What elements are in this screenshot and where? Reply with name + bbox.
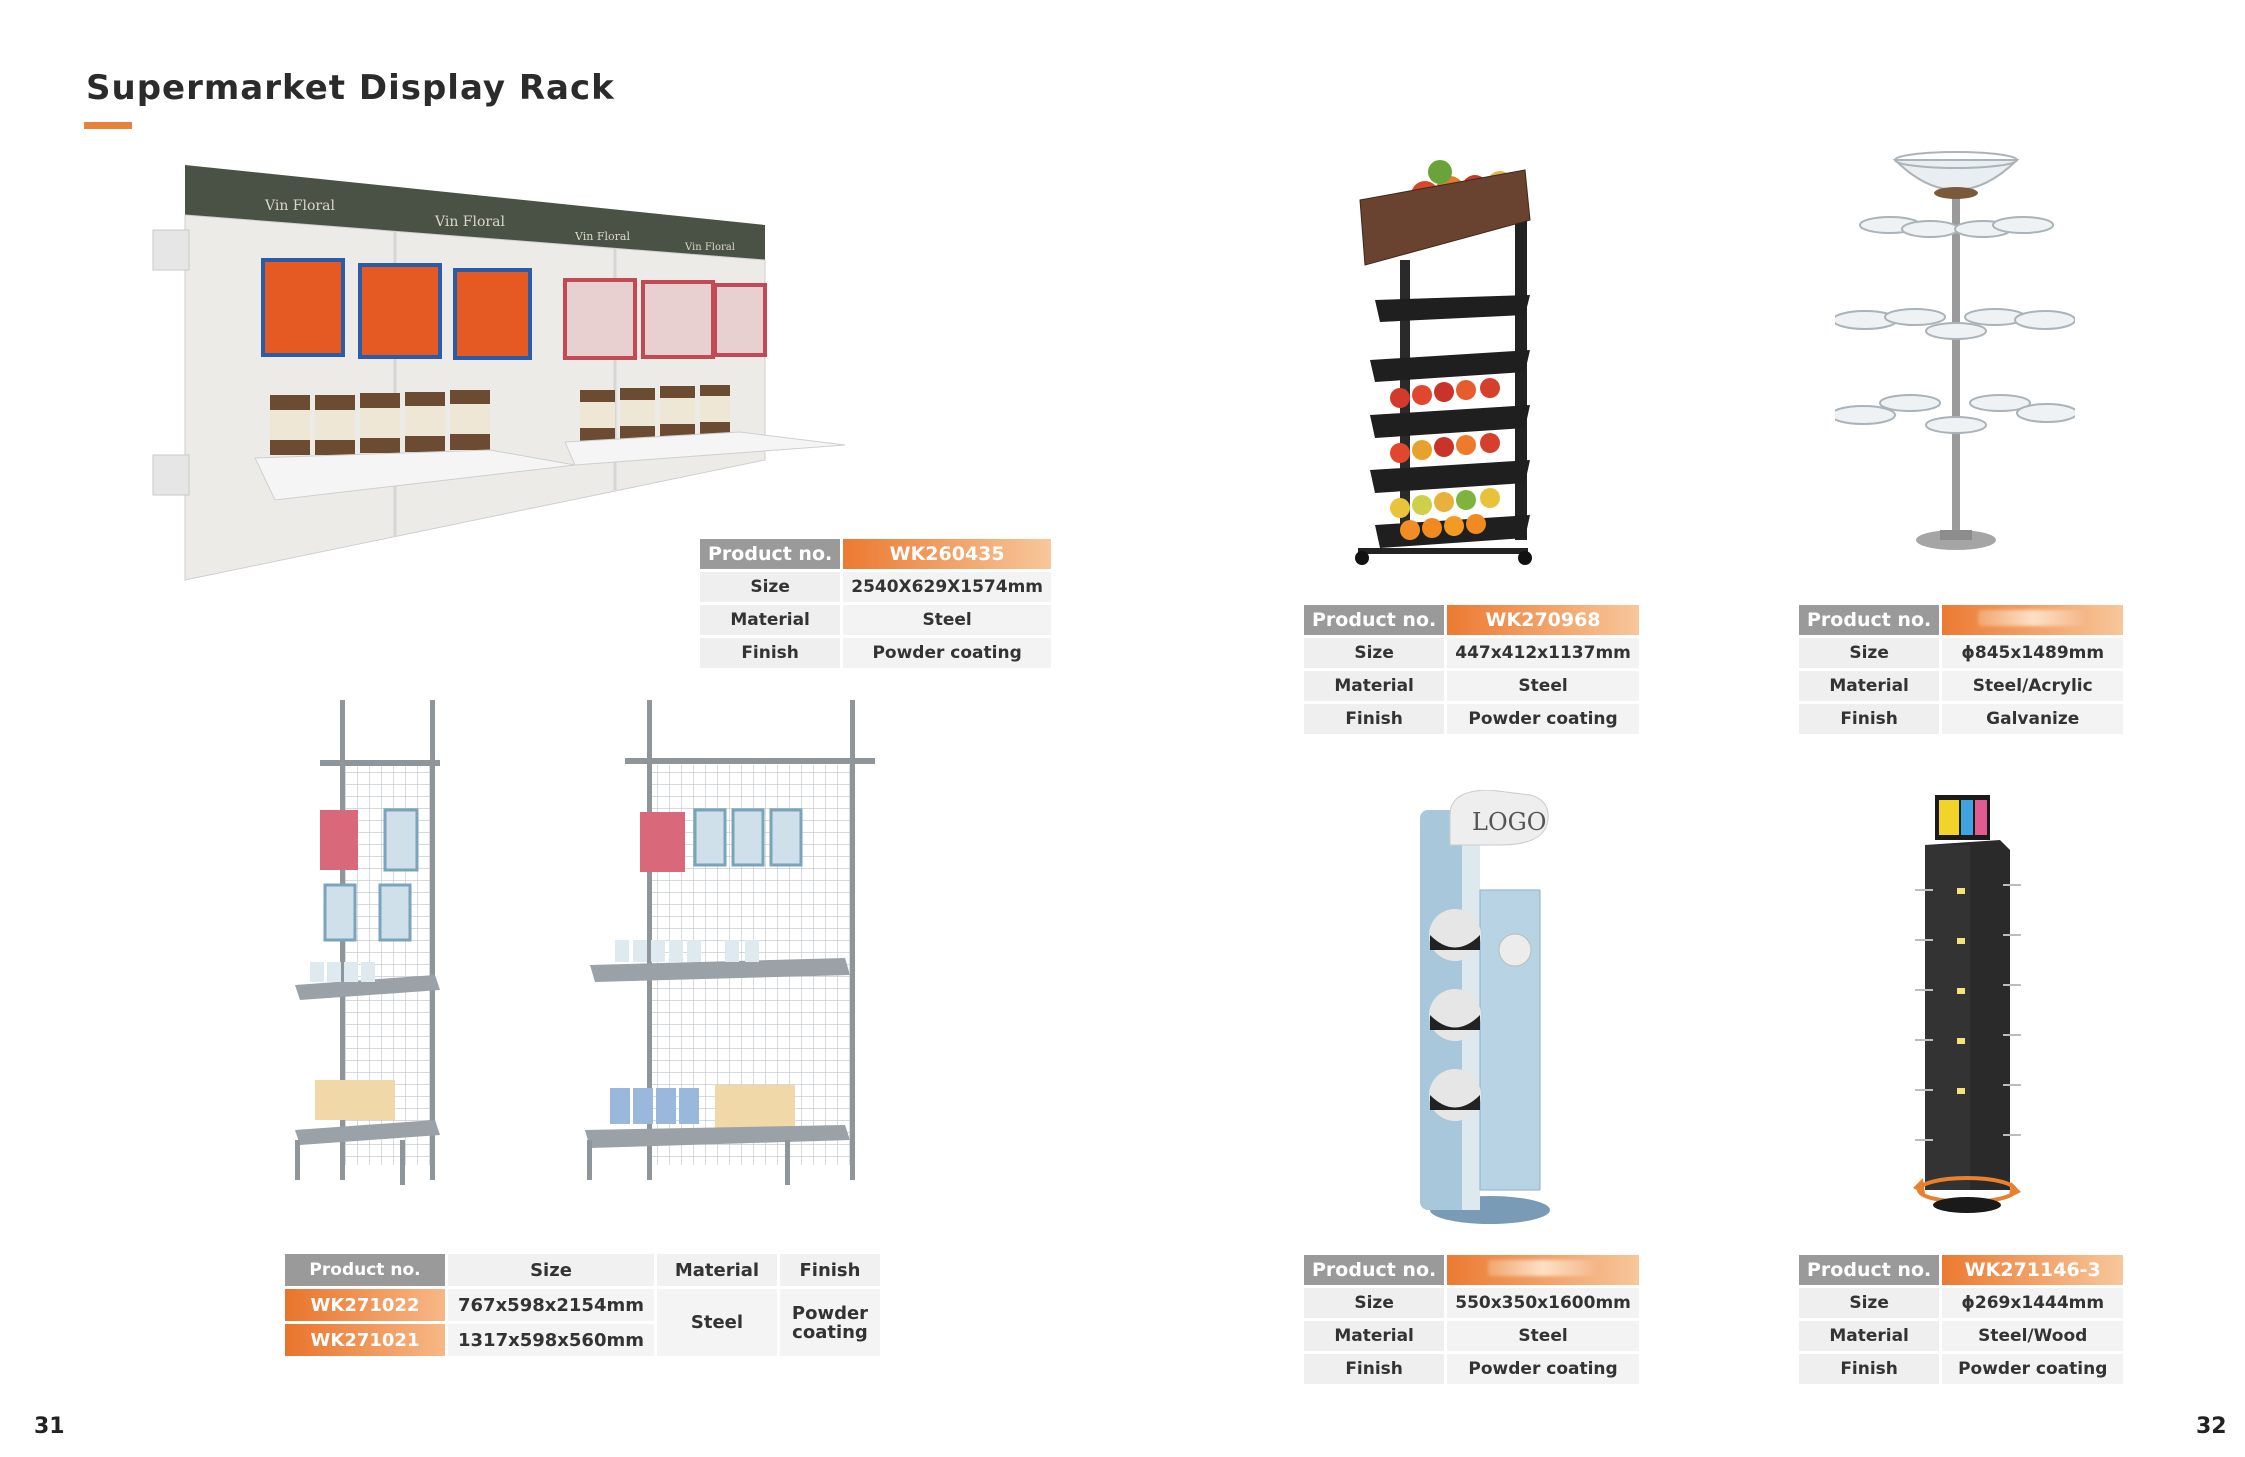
material-value: Steel [656, 1289, 777, 1356]
finish-header: Finish [779, 1254, 880, 1286]
spec-table-rotating-tower: Product no. WK271146-3 Size ϕ269x1444mm … [1796, 1252, 2126, 1387]
material-value: Steel [1447, 1321, 1639, 1351]
size-value: ϕ845x1489mm [1942, 638, 2124, 668]
brand-text-2: Vin Floral [434, 214, 505, 230]
finish-label: Finish [1799, 704, 1940, 734]
size-label: Size [1799, 1288, 1940, 1318]
redacted-product-no [1488, 1260, 1599, 1276]
grid-racks-image [285, 700, 895, 1200]
brand-text-3: Vin Floral [574, 230, 630, 243]
title-accent-bar [84, 122, 132, 129]
spec-table-fruit-rack: Product no. WK270968 Size 447x412x1137mm… [1301, 602, 1642, 737]
material-value: Steel/Wood [1942, 1321, 2124, 1351]
page-title: Supermarket Display Rack [86, 68, 615, 108]
finish-value: Powder coating [1447, 1354, 1639, 1384]
size-label: Size [700, 572, 841, 602]
product-no-value [1447, 1255, 1639, 1285]
spec-table-wall-rack: Product no. WK260435 Size 2540X629X1574m… [697, 536, 1054, 671]
material-header: Material [656, 1254, 777, 1286]
page-number-left: 31 [34, 1414, 65, 1439]
logo-text: LOGO [1472, 808, 1546, 836]
material-label: Material [700, 605, 841, 635]
size-value: 2540X629X1574mm [843, 572, 1051, 602]
product-no-label: Product no. [1799, 1255, 1940, 1285]
page-number-right: 32 [2196, 1414, 2227, 1439]
product-no-value [1942, 605, 2124, 635]
material-label: Material [1304, 671, 1445, 701]
wall-rack-image: Vin Floral Vin Floral Vin Floral Vin Flo… [145, 160, 846, 590]
fruit-rack-image [1340, 150, 1580, 570]
spec-table-grid-racks: Product no. Size Material Finish WK27102… [282, 1251, 883, 1359]
brand-text-4: Vin Floral [684, 242, 735, 253]
product-no-header: Product no. [285, 1254, 445, 1286]
product-no-label: Product no. [1799, 605, 1940, 635]
size-value: ϕ269x1444mm [1942, 1288, 2124, 1318]
size-header: Size [448, 1254, 654, 1286]
size-value: 550x350x1600mm [1447, 1288, 1639, 1318]
finish-label: Finish [1799, 1354, 1940, 1384]
size-label: Size [1304, 638, 1445, 668]
finish-label: Finish [700, 638, 841, 668]
product-no-label: Product no. [700, 539, 841, 569]
rotating-tower-image [1895, 790, 2045, 1230]
finish-label: Finish [1304, 1354, 1445, 1384]
material-value: Steel/Acrylic [1942, 671, 2124, 701]
product-no-value: WK270968 [1447, 605, 1639, 635]
material-value: Steel [843, 605, 1051, 635]
size-value: 1317x598x560mm [448, 1324, 654, 1356]
size-value: 447x412x1137mm [1447, 638, 1639, 668]
spec-table-bowl-tree: Product no. Size ϕ845x1489mm Material St… [1796, 602, 2126, 737]
finish-value: Powder coating [1447, 704, 1639, 734]
finish-label: Finish [1304, 704, 1445, 734]
bowl-tree-image [1830, 145, 2078, 565]
finish-value: Powder coating [843, 638, 1051, 668]
product-no-value: WK260435 [843, 539, 1051, 569]
size-label: Size [1799, 638, 1940, 668]
redacted-product-no [1977, 610, 2088, 626]
product-no-value: WK271146-3 [1942, 1255, 2124, 1285]
material-label: Material [1304, 1321, 1445, 1351]
size-label: Size [1304, 1288, 1445, 1318]
product-no-label: Product no. [1304, 1255, 1445, 1285]
brand-text-1: Vin Floral [264, 198, 335, 214]
spec-table-helmet-stand: Product no. Size 550x350x1600mm Material… [1301, 1252, 1642, 1387]
product-no-label: Product no. [1304, 605, 1445, 635]
material-label: Material [1799, 1321, 1940, 1351]
product-no-value: WK271022 [285, 1289, 445, 1321]
material-value: Steel [1447, 671, 1639, 701]
finish-value: Galvanize [1942, 704, 2124, 734]
finish-value: Powder coating [1942, 1354, 2124, 1384]
material-label: Material [1799, 671, 1940, 701]
size-value: 767x598x2154mm [448, 1289, 654, 1321]
finish-value: Powder coating [779, 1289, 880, 1356]
helmet-stand-image: LOGO [1380, 789, 1580, 1230]
product-no-value: WK271021 [285, 1324, 445, 1356]
